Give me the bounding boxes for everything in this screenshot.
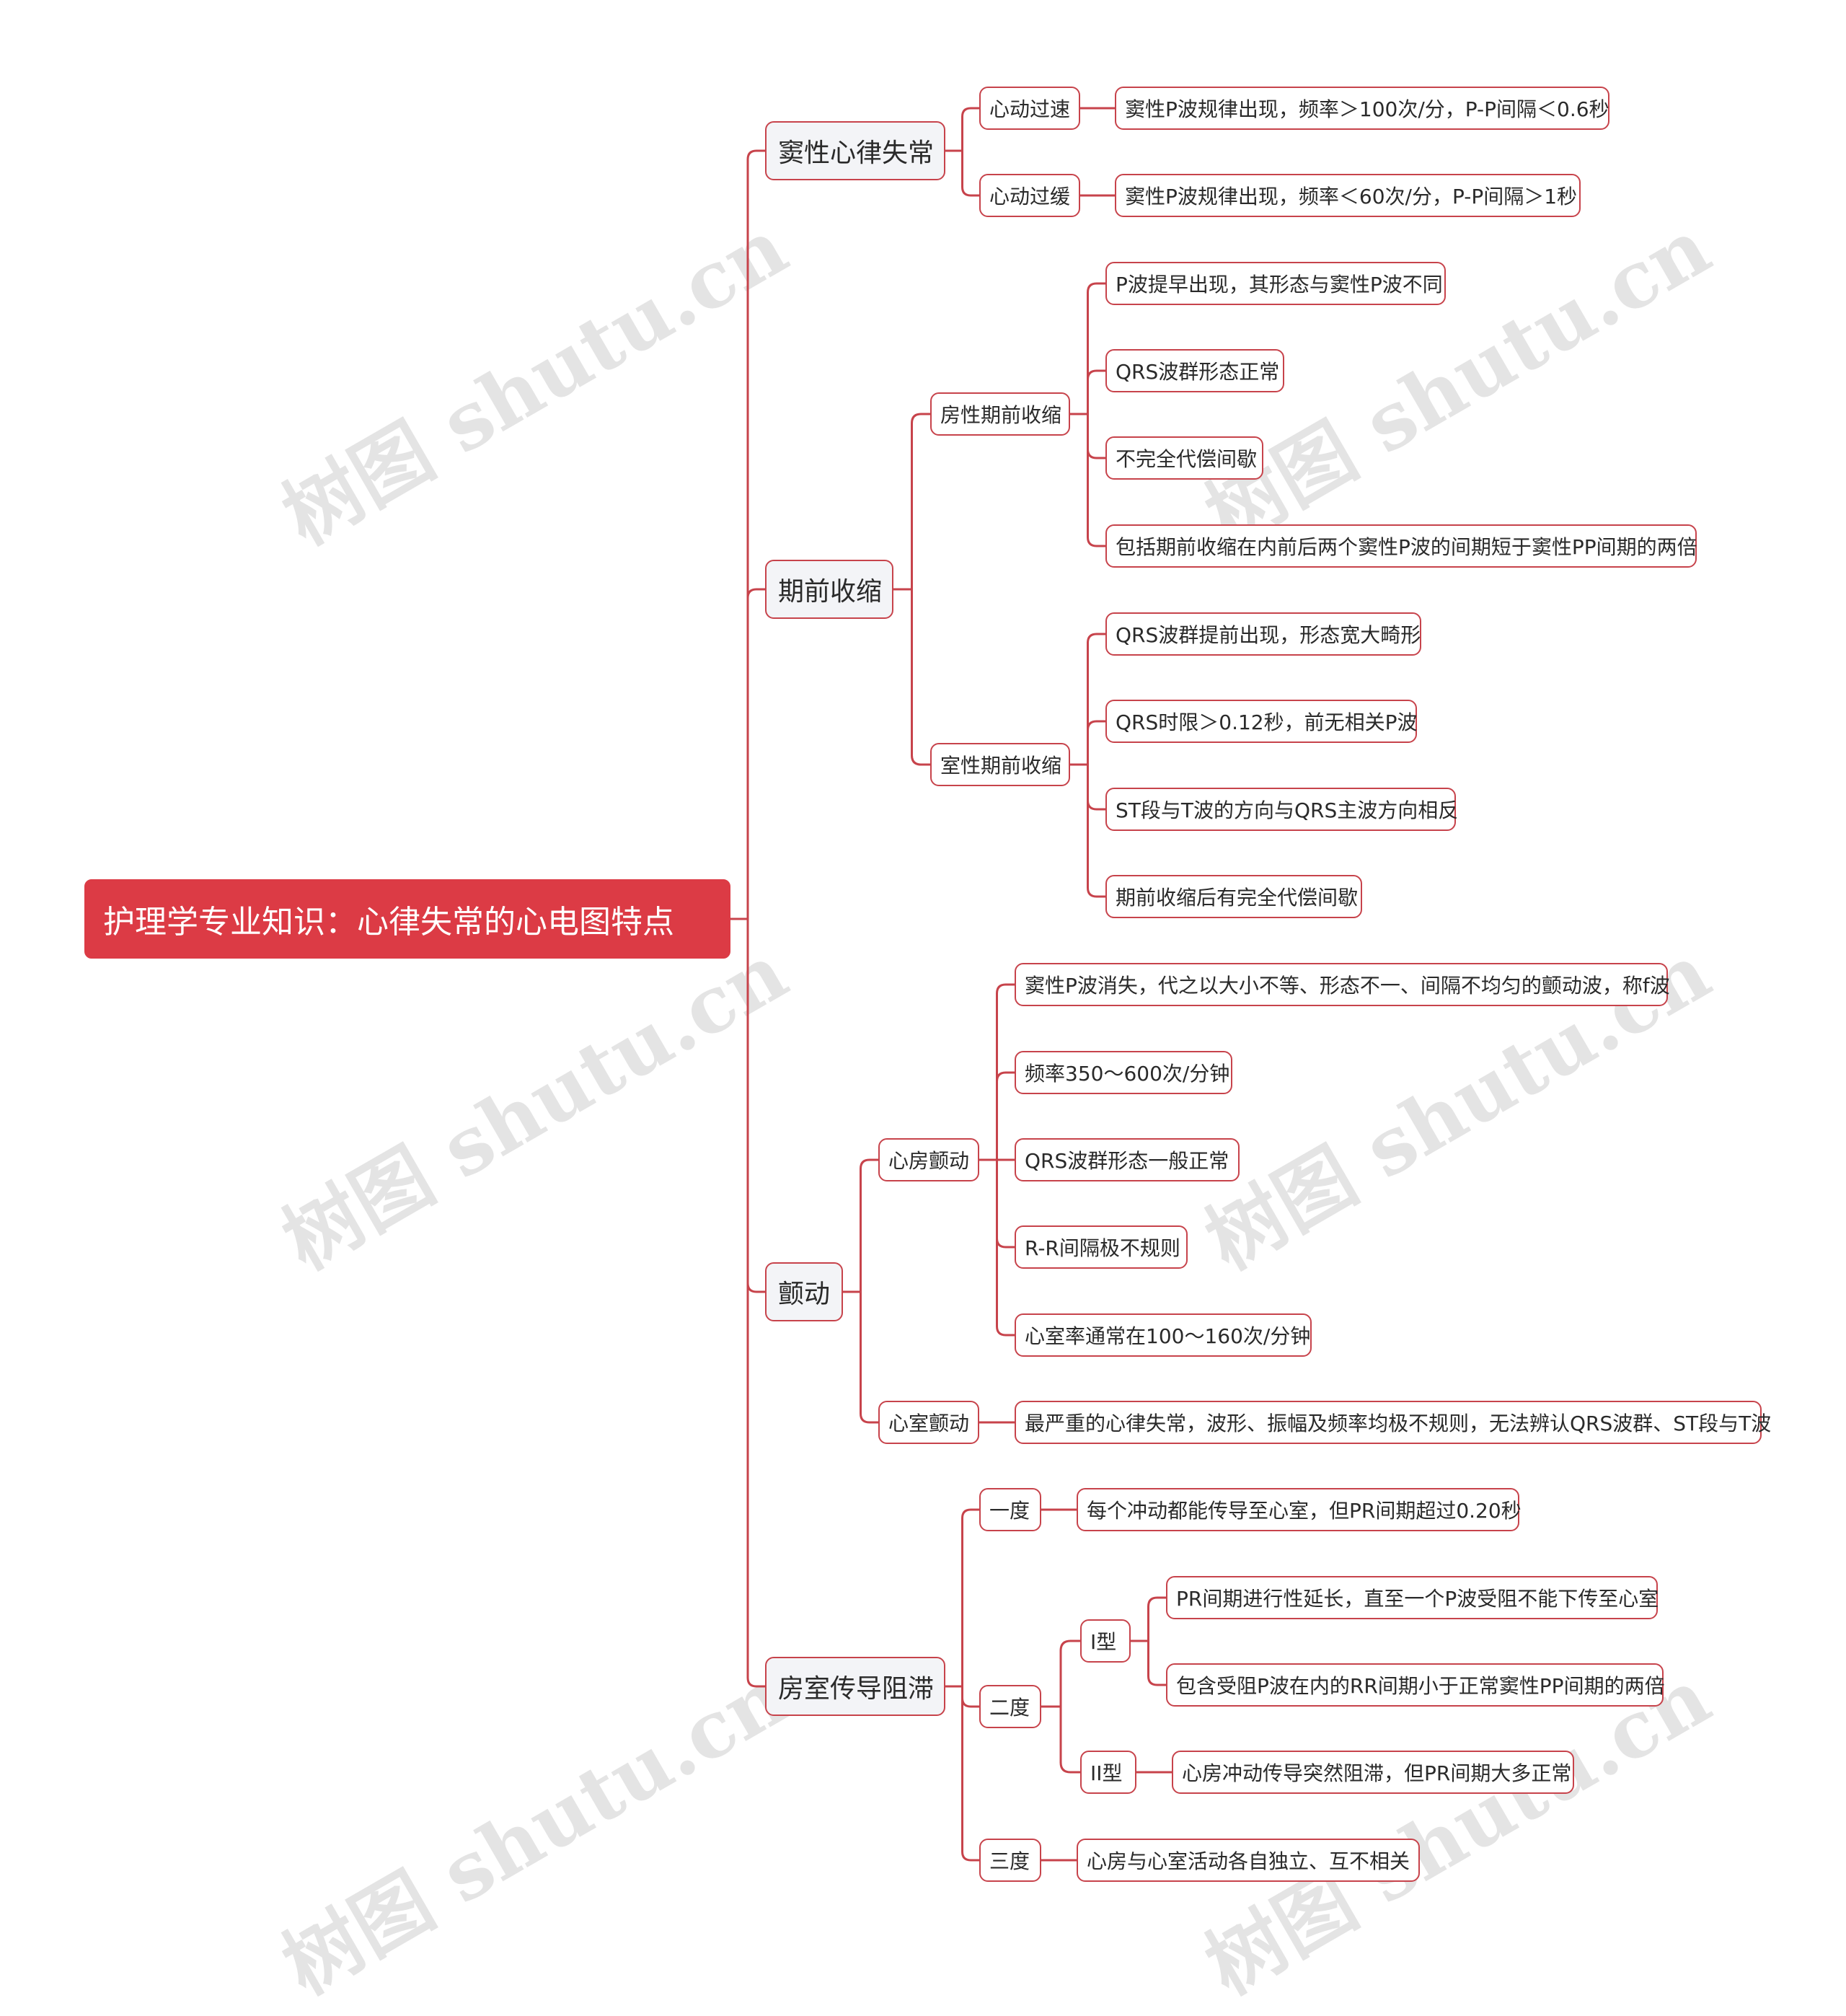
leaf-atrial-fibrillation-1[interactable]: 窦性P波消失，代之以大小不等、形态不一、间隔不均匀的颤动波，称f波 bbox=[1015, 963, 1670, 1006]
connector bbox=[860, 1290, 880, 1424]
connector bbox=[860, 1158, 880, 1293]
connector bbox=[1087, 282, 1107, 415]
connector-lines bbox=[729, 107, 1173, 1862]
connector bbox=[961, 1685, 981, 1708]
connector bbox=[1147, 1639, 1167, 1686]
subtopic-ventricular-premature[interactable]: 室性期前收缩 bbox=[930, 743, 1070, 786]
subtopic-tachycardia[interactable]: 心动过速 bbox=[979, 87, 1080, 130]
subtopic-bradycardia[interactable]: 心动过缓 bbox=[979, 174, 1080, 217]
leaf-atrial-fibrillation-4[interactable]: R-R间隔极不规则 bbox=[1015, 1225, 1188, 1269]
connector bbox=[746, 149, 767, 920]
leaf-ventricular-fibrillation-1[interactable]: 最严重的心律失常，波形、振幅及频率均极不规则，无法辨认QRS波群、ST段与T波 bbox=[1015, 1401, 1771, 1444]
connector bbox=[961, 149, 981, 197]
leaf-atrial-premature-2[interactable]: QRS波群形态正常 bbox=[1105, 349, 1284, 392]
connector bbox=[1087, 633, 1107, 766]
connector bbox=[961, 107, 981, 152]
leaf-atrial-fibrillation-5[interactable]: 心室率通常在100～160次/分钟 bbox=[1015, 1313, 1312, 1357]
connector bbox=[996, 983, 1016, 1161]
leaf-type-i-2[interactable]: 包含受阻P波在内的RR间期小于正常窦性PP间期的两倍 bbox=[1166, 1663, 1665, 1707]
leaf-ventricular-premature-2[interactable]: QRS时限＞0.12秒，前无相关P波 bbox=[1105, 700, 1418, 743]
topic-fibrillation[interactable]: 颤动 bbox=[765, 1262, 843, 1321]
connector bbox=[911, 588, 932, 766]
connector bbox=[1147, 1596, 1167, 1642]
leaf-ventricular-premature-3[interactable]: ST段与T波的方向与QRS主波方向相反 bbox=[1105, 788, 1458, 831]
leaf-atrial-fibrillation-3[interactable]: QRS波群形态一般正常 bbox=[1015, 1138, 1240, 1181]
connector bbox=[1087, 763, 1107, 811]
leaf-first-degree-desc[interactable]: 每个冲动都能传导至心室，但PR间期超过0.20秒 bbox=[1077, 1488, 1522, 1531]
root-topic[interactable]: 护理学专业知识：心律失常的心电图特点 bbox=[84, 879, 730, 959]
leaf-atrial-fibrillation-2[interactable]: 频率350～600次/分钟 bbox=[1015, 1051, 1232, 1094]
subtopic-type-ii[interactable]: II型 bbox=[1080, 1751, 1136, 1794]
connector bbox=[1087, 413, 1107, 459]
leaf-tachycardia-desc[interactable]: 窦性P波规律出现，频率＞100次/分，P-P间隔＜0.6秒 bbox=[1115, 87, 1609, 130]
subtopic-second-degree[interactable]: 二度 bbox=[979, 1685, 1041, 1728]
leaf-ventricular-premature-4[interactable]: 期前收缩后有完全代偿间歇 bbox=[1105, 875, 1362, 918]
topic-premature-contraction[interactable]: 期前收缩 bbox=[765, 560, 893, 619]
connector bbox=[746, 917, 767, 1688]
leaf-atrial-premature-3[interactable]: 不完全代偿间歇 bbox=[1105, 436, 1263, 480]
connector bbox=[746, 917, 767, 1293]
connector bbox=[1059, 1639, 1082, 1708]
leaf-type-ii-desc[interactable]: 心房冲动传导突然阻滞，但PR间期大多正常 bbox=[1172, 1751, 1574, 1794]
subtopic-type-i[interactable]: I型 bbox=[1080, 1619, 1131, 1663]
leaf-third-degree-desc[interactable]: 心房与心室活动各自独立、互不相关 bbox=[1077, 1839, 1420, 1882]
subtopic-ventricular-fibrillation[interactable]: 心室颤动 bbox=[878, 1401, 979, 1444]
connector bbox=[1059, 1705, 1082, 1774]
topic-sinus-arrhythmia[interactable]: 窦性心律失常 bbox=[765, 121, 945, 180]
connector bbox=[996, 1158, 1016, 1337]
connector bbox=[961, 1685, 981, 1862]
leaf-atrial-premature-4[interactable]: 包括期前收缩在内前后两个窦性P波的间期短于窦性PP间期的两倍 bbox=[1105, 524, 1697, 568]
leaf-bradycardia-desc[interactable]: 窦性P波规律出现，频率＜60次/分，P-P间隔＞1秒 bbox=[1115, 174, 1581, 217]
connector bbox=[1087, 720, 1107, 766]
connector bbox=[996, 1071, 1016, 1161]
topic-av-block[interactable]: 房室传导阻滞 bbox=[765, 1657, 945, 1716]
connector bbox=[1087, 369, 1107, 415]
subtopic-first-degree[interactable]: 一度 bbox=[979, 1488, 1041, 1531]
leaf-type-i-1[interactable]: PR间期进行性延长，直至一个P波受阻不能下传至心室 bbox=[1166, 1576, 1659, 1619]
connector bbox=[1087, 413, 1107, 547]
connector bbox=[961, 1508, 981, 1688]
subtopic-atrial-fibrillation[interactable]: 心房颤动 bbox=[878, 1138, 979, 1181]
subtopic-third-degree[interactable]: 三度 bbox=[979, 1839, 1041, 1882]
connector bbox=[996, 1158, 1016, 1249]
leaf-atrial-premature-1[interactable]: P波提早出现，其形态与窦性P波不同 bbox=[1105, 262, 1446, 305]
connector bbox=[1087, 763, 1107, 898]
connector bbox=[746, 588, 767, 920]
leaf-ventricular-premature-1[interactable]: QRS波群提前出现，形态宽大畸形 bbox=[1105, 612, 1421, 656]
subtopic-atrial-premature[interactable]: 房性期前收缩 bbox=[930, 392, 1070, 436]
connector bbox=[911, 413, 932, 591]
